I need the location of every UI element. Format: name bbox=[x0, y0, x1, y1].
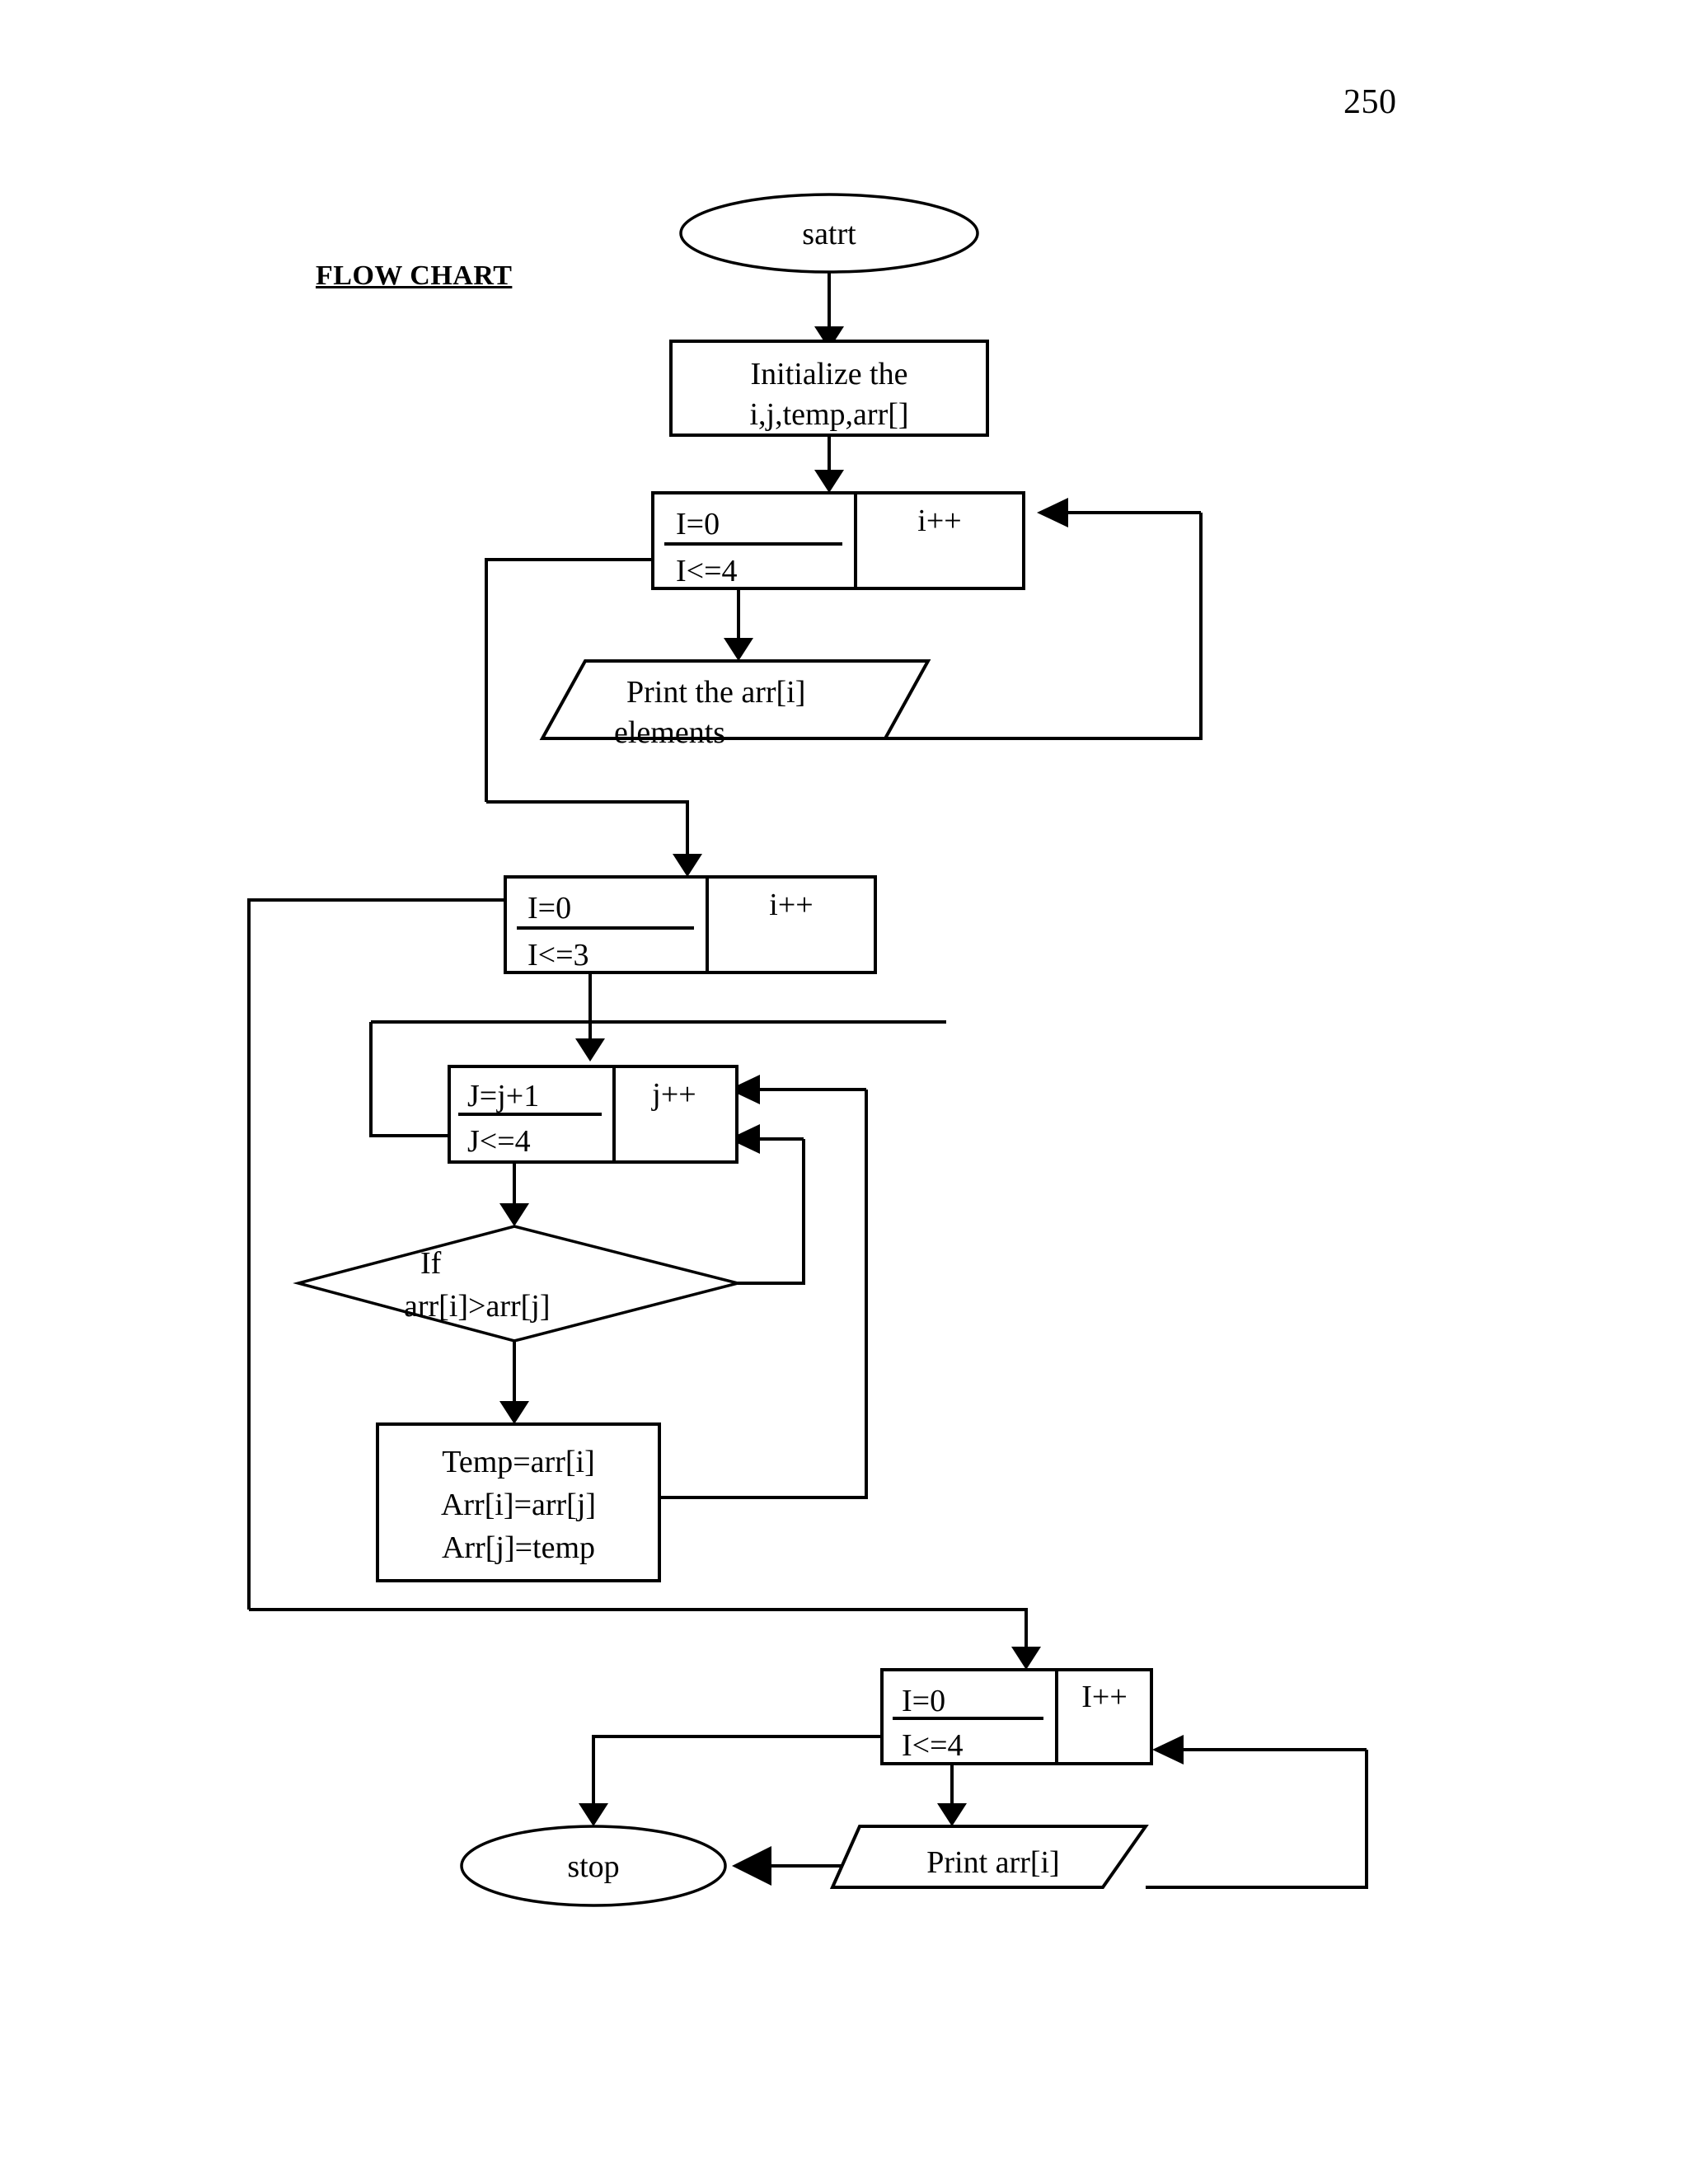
decision-line-1: If bbox=[420, 1246, 442, 1281]
edge-loop2-to-loop3 bbox=[575, 972, 605, 1062]
loop4-increment-label: I++ bbox=[1081, 1680, 1128, 1714]
loop3-increment-label: j++ bbox=[650, 1077, 696, 1112]
print1-line-1: Print the arr[i] bbox=[626, 675, 805, 710]
edge-loop3-to-decision bbox=[499, 1162, 529, 1226]
edge-swap-back-to-loop3 bbox=[659, 1075, 868, 1499]
loop3-condition-label: J<=4 bbox=[467, 1124, 531, 1159]
edge-loop4-to-print2 bbox=[937, 1764, 967, 1826]
init-line-2: i,j,temp,arr[] bbox=[749, 397, 908, 432]
edge-loop3-exit-to-loop2 bbox=[369, 1020, 946, 1137]
loop4-condition-label: I<=4 bbox=[902, 1728, 964, 1763]
print1-line-2: elements bbox=[614, 715, 725, 750]
node-loop-4[interactable]: I=0 I<=4 I++ bbox=[880, 1668, 1153, 1765]
loop1-increment-label: i++ bbox=[917, 504, 961, 538]
loop2-init-label: I=0 bbox=[528, 891, 571, 926]
node-start[interactable]: satrt bbox=[679, 193, 979, 274]
node-print-sorted-array[interactable]: Print arr[i] bbox=[829, 1825, 1149, 1889]
loop2-increment-label: i++ bbox=[769, 888, 813, 922]
node-loop-2[interactable]: I=0 I<=3 i++ bbox=[504, 875, 877, 974]
edge-print2-back-to-loop4 bbox=[1146, 1735, 1368, 1889]
loop3-init-label: J=j+1 bbox=[467, 1079, 539, 1113]
start-label: satrt bbox=[802, 217, 856, 251]
edge-loop4-exit-to-stop bbox=[579, 1735, 882, 1826]
node-initialize[interactable]: Initialize the i,j,temp,arr[] bbox=[669, 340, 989, 437]
loop1-init-label: I=0 bbox=[676, 507, 720, 541]
init-line-1: Initialize the bbox=[751, 357, 908, 391]
edge-decision-true-to-swap bbox=[499, 1341, 529, 1424]
node-swap[interactable]: Temp=arr[i] Arr[i]=arr[j] Arr[j]=temp bbox=[376, 1422, 661, 1582]
loop4-init-label: I=0 bbox=[902, 1684, 945, 1718]
stop-label: stop bbox=[567, 1849, 619, 1884]
swap-line-3: Arr[j]=temp bbox=[442, 1530, 595, 1565]
edge-init-to-loop1 bbox=[814, 434, 844, 493]
edge-loop2-exit-to-loop4 bbox=[247, 898, 1041, 1670]
edge-print1-back-to-loop1 bbox=[885, 498, 1203, 740]
loop2-condition-label: I<=3 bbox=[528, 938, 589, 972]
node-decision-compare[interactable]: If arr[i]>arr[j] bbox=[293, 1225, 738, 1343]
node-print-array-elements[interactable]: Print the arr[i] elements bbox=[539, 659, 931, 750]
page-number: 250 bbox=[1343, 83, 1397, 121]
edge-loop1-to-print1 bbox=[724, 588, 753, 661]
decision-line-2: arr[i]>arr[j] bbox=[404, 1289, 551, 1324]
node-loop-1[interactable]: I=0 I<=4 i++ bbox=[651, 491, 1025, 590]
swap-line-1: Temp=arr[i] bbox=[442, 1445, 594, 1479]
page-title: FLOW CHART bbox=[316, 260, 513, 291]
node-stop[interactable]: stop bbox=[460, 1825, 727, 1907]
edge-decision-false-to-loop3 bbox=[729, 1124, 805, 1285]
swap-line-2: Arr[i]=arr[j] bbox=[441, 1488, 596, 1522]
node-loop-3[interactable]: J=j+1 J<=4 j++ bbox=[448, 1065, 738, 1164]
edge-loop1-exit-to-loop2 bbox=[485, 558, 702, 877]
loop1-condition-label: I<=4 bbox=[676, 554, 738, 588]
print2-label: Print arr[i] bbox=[926, 1845, 1059, 1880]
